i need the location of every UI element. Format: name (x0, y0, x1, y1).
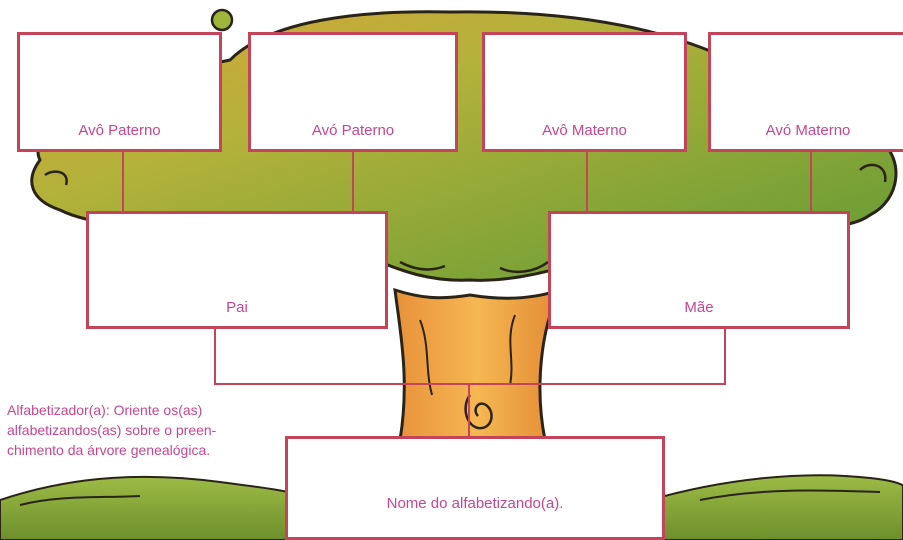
box-maternal-grandfather[interactable]: Avô Materno (482, 32, 687, 152)
box-label: Avó Paterno (312, 122, 394, 139)
box-label: Avô Paterno (78, 122, 160, 139)
teacher-instruction: Alfabetizador(a): Oriente os(as) alfabet… (7, 400, 297, 460)
connector-paternal-grandparents (122, 150, 354, 213)
instruction-line: chimento da árvore genealógica. (7, 440, 297, 460)
connector-maternal-grandparents (586, 150, 812, 213)
box-student-name[interactable]: Nome do alfabetizando(a). (285, 436, 665, 540)
grass-right (650, 475, 903, 540)
box-label: Avó Materno (766, 122, 851, 139)
instruction-line: Alfabetizador(a): Oriente os(as) (7, 400, 297, 420)
box-label: Mãe (684, 299, 713, 316)
box-label: Pai (226, 299, 248, 316)
instruction-line: alfabetizandos(as) sobre o preen- (7, 420, 297, 440)
box-mother[interactable]: Mãe (548, 211, 850, 329)
connector-student (468, 384, 470, 438)
box-father[interactable]: Pai (86, 211, 388, 329)
box-maternal-grandmother[interactable]: Avó Materno (708, 32, 903, 152)
connector-parents (214, 327, 726, 385)
grass-left (0, 477, 300, 540)
box-paternal-grandmother[interactable]: Avó Paterno (248, 32, 458, 152)
box-label: Nome do alfabetizando(a). (387, 495, 564, 512)
box-label: Avô Materno (542, 122, 627, 139)
box-paternal-grandfather[interactable]: Avô Paterno (17, 32, 222, 152)
